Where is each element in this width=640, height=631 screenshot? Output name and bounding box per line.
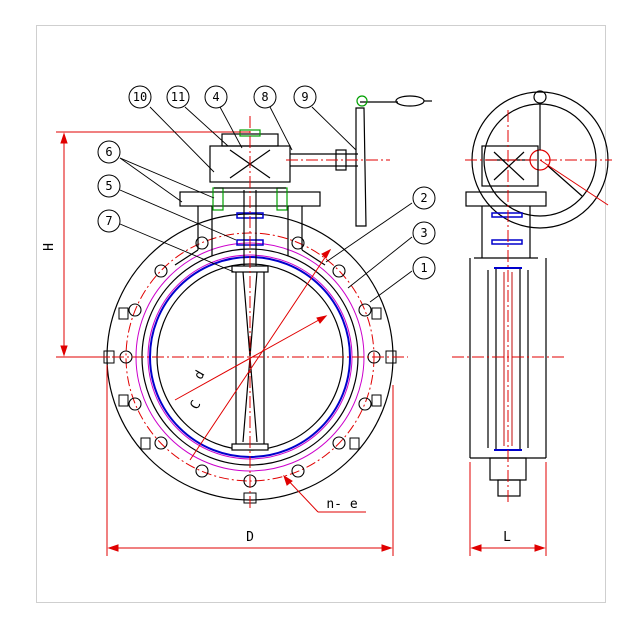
callout-9: 9 <box>293 85 317 109</box>
side-gearbox <box>481 145 539 187</box>
front-centerlines <box>92 116 408 510</box>
callout-bubbles: 10 11 4 8 9 6 5 7 <box>97 85 436 280</box>
callout-4: 4 <box>204 85 228 109</box>
d-arrow-left <box>107 544 119 552</box>
h-arrow-top <box>60 132 68 144</box>
bolt-hole <box>195 236 209 250</box>
bolt-hole <box>128 303 142 317</box>
stud-right <box>276 187 288 211</box>
leader-4 <box>219 106 243 149</box>
side-disc-edge <box>503 272 513 446</box>
leader-11 <box>184 106 229 147</box>
c-dia-arrow <box>321 248 332 259</box>
bolt-hole <box>291 236 305 250</box>
side-handwheel-knob <box>533 90 547 104</box>
dimension-lines <box>56 131 547 556</box>
l-arrow-right <box>534 544 546 552</box>
leader-3 <box>347 236 413 289</box>
handwheel-knob <box>395 95 425 107</box>
d-diameter-line <box>174 315 327 401</box>
leader-7 <box>119 223 235 273</box>
callout-8: 8 <box>253 85 277 109</box>
bolt-hole <box>332 264 346 278</box>
side-stem-blue-2 <box>491 239 523 245</box>
callout-5: 5 <box>97 174 121 198</box>
side-handwheel-spokes <box>486 104 583 197</box>
lug <box>118 394 129 407</box>
lug <box>371 307 382 320</box>
side-gearbox-cross <box>493 151 525 181</box>
svg-text:3: 3 <box>420 226 427 240</box>
dim-l-label: L <box>503 530 511 545</box>
bolt-hole <box>358 303 372 317</box>
leader-1 <box>369 270 413 303</box>
dim-c-label: C <box>188 398 205 412</box>
bolt-hole <box>154 264 168 278</box>
h-arrow-bottom <box>60 345 68 357</box>
side-body-inner <box>487 270 529 448</box>
bolt-hole <box>291 464 305 478</box>
leader-2 <box>325 202 413 263</box>
leader-9 <box>311 106 357 151</box>
flange-lugs <box>103 307 397 504</box>
svg-text:9: 9 <box>301 90 308 104</box>
bolt-hole <box>332 436 346 450</box>
svg-text:10: 10 <box>133 90 147 104</box>
callout-1: 1 <box>412 256 436 280</box>
d-dia-arrow <box>316 315 328 324</box>
side-bottom-cap <box>497 479 521 497</box>
bolt-hole <box>358 397 372 411</box>
lug <box>349 437 360 450</box>
side-neck <box>474 206 538 259</box>
leader-5 <box>119 189 237 241</box>
svg-text:1: 1 <box>420 261 427 275</box>
lug <box>140 437 151 450</box>
lug <box>118 307 129 320</box>
side-view <box>465 90 609 497</box>
callout-6: 6 <box>97 140 121 164</box>
svg-text:5: 5 <box>105 179 112 193</box>
svg-text:7: 7 <box>105 214 112 228</box>
svg-text:4: 4 <box>212 90 219 104</box>
dim-h-label: H <box>42 243 57 251</box>
leader-10 <box>149 106 215 173</box>
svg-text:2: 2 <box>420 191 427 205</box>
dim-d-small-label: d <box>192 368 209 382</box>
callout-11: 11 <box>166 85 190 109</box>
side-centerlines <box>452 110 612 505</box>
dim-ne-label: n- e <box>326 497 357 512</box>
leader-6a <box>119 157 215 199</box>
callout-10: 10 <box>128 85 152 109</box>
c-diameter-line <box>189 249 331 461</box>
svg-text:11: 11 <box>171 90 185 104</box>
leader-8 <box>269 106 293 151</box>
handwheel-edge <box>355 107 367 227</box>
lug <box>371 394 382 407</box>
crank-pivot <box>356 95 368 107</box>
svg-text:8: 8 <box>261 90 268 104</box>
bolt-hole <box>195 464 209 478</box>
callout-7: 7 <box>97 209 121 233</box>
side-stem-blue-1 <box>491 212 523 218</box>
dim-d-label: D <box>246 530 254 545</box>
callout-3: 3 <box>412 221 436 245</box>
callout-leaders <box>119 106 413 303</box>
side-top-plate <box>465 191 547 207</box>
front-view <box>103 95 432 504</box>
bolt-hole <box>154 436 168 450</box>
d-arrow-right <box>381 544 393 552</box>
bolt-hole <box>128 397 142 411</box>
l-arrow-left <box>470 544 482 552</box>
stud-left <box>212 187 224 211</box>
valve-neck <box>197 206 303 256</box>
callout-2: 2 <box>412 186 436 210</box>
svg-text:6: 6 <box>105 145 112 159</box>
side-handwheel-diag <box>539 159 609 206</box>
leader-6b <box>119 157 183 203</box>
ne-arrow <box>283 474 293 486</box>
